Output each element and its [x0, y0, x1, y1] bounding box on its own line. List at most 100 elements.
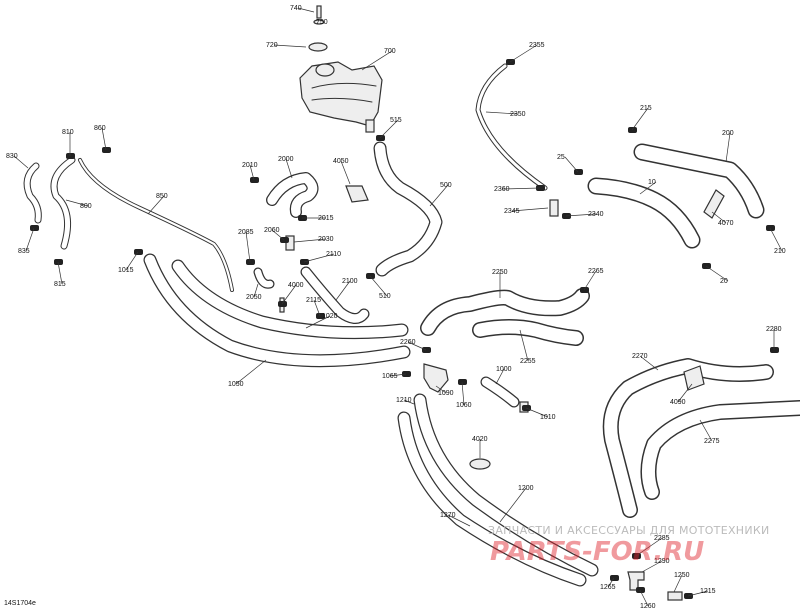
- bracket-4090: [683, 365, 705, 391]
- callout-4050: 4050: [333, 158, 349, 165]
- clamp-2265: [580, 287, 589, 293]
- callout-835: 835: [18, 248, 30, 255]
- leader-line-2085: [245, 231, 251, 263]
- clamp-860: [102, 147, 111, 153]
- callout-515: 515: [390, 117, 402, 124]
- leader-line-700: [361, 50, 393, 71]
- callout-2260: 2260: [400, 339, 416, 346]
- hose-830: [23, 162, 42, 224]
- callout-1265: 1265: [600, 584, 616, 591]
- leader-line-815: [57, 261, 63, 285]
- leader-line-860: [101, 127, 107, 151]
- callout-2000: 2000: [278, 156, 294, 163]
- callout-500: 500: [440, 182, 452, 189]
- leader-line-4070: [711, 211, 727, 224]
- leader-line-1290: [641, 560, 663, 573]
- hose-850: [78, 158, 234, 292]
- callout-1210: 1210: [396, 397, 412, 404]
- leader-line-1270: [447, 514, 471, 527]
- callout-1215: 1215: [700, 588, 716, 595]
- leader-line-1090: [435, 385, 447, 394]
- callout-2250: 2250: [492, 269, 508, 276]
- callout-2345: 2345: [504, 208, 520, 215]
- parts-layer: [23, 5, 800, 601]
- callout-2275: 2275: [704, 438, 720, 445]
- callout-2265: 2265: [588, 268, 604, 275]
- clamp-2260: [422, 347, 431, 353]
- callout-830: 830: [6, 153, 18, 160]
- hose-200: [633, 143, 765, 219]
- leader-line-2010: [249, 164, 255, 181]
- hose-2275: [640, 400, 800, 500]
- hose-2250: [420, 288, 590, 336]
- hose-500: [373, 141, 443, 277]
- leader-line-210: [769, 227, 783, 252]
- hose-2255: [472, 319, 584, 346]
- clamp-1060: [458, 379, 467, 385]
- callout-4070: 4070: [718, 220, 734, 227]
- callout-2355: 2355: [529, 42, 545, 49]
- leader-line-1215: [687, 590, 709, 597]
- callout-1200: 1200: [518, 485, 534, 492]
- clamp-1015: [134, 249, 143, 255]
- clamp-810: [66, 153, 75, 159]
- callout-210: 210: [774, 248, 786, 255]
- hose-1200: [413, 393, 599, 577]
- callout-1270: 1270: [440, 512, 456, 519]
- callout-1000: 1000: [496, 366, 512, 373]
- callout-1250: 1250: [674, 572, 690, 579]
- leader-line-1060: [461, 381, 465, 406]
- hose-2270: [602, 358, 774, 518]
- callout-740: 740: [290, 5, 302, 12]
- callout-2060: 2060: [264, 227, 280, 234]
- clamp-1065: [402, 371, 411, 377]
- callout-1090: 1090: [438, 390, 454, 397]
- leader-line-1065: [389, 373, 407, 377]
- clamp-510: [366, 273, 375, 279]
- callout-1050: 1050: [228, 381, 244, 388]
- leader-line-1000: [495, 368, 505, 385]
- leader-line-515: [379, 119, 399, 139]
- hose-2050: [253, 267, 275, 289]
- callout-510: 510: [379, 293, 391, 300]
- bracket-4020: [469, 458, 491, 470]
- bracket-4050: [345, 185, 369, 203]
- hose-1270: [397, 411, 587, 587]
- leader-line-510: [369, 275, 388, 297]
- hose-1000: [480, 376, 520, 408]
- leader-line-2030: [293, 238, 327, 243]
- callout-2110: 2110: [326, 251, 341, 258]
- leader-line-1050: [235, 359, 267, 385]
- callout-2030: 2030: [318, 236, 334, 243]
- leader-line-4050: [340, 160, 351, 185]
- leader-line-1015: [125, 251, 139, 271]
- leader-line-200: [725, 132, 731, 163]
- callout-2050: 2050: [246, 294, 262, 301]
- leader-line-740: [297, 7, 315, 13]
- leader-line-800: [65, 199, 89, 207]
- callout-850: 850: [156, 193, 168, 200]
- callout-4090: 4090: [670, 399, 686, 406]
- callout-1010: 1010: [540, 414, 556, 421]
- leader-line-1200: [499, 487, 527, 523]
- leader-line-4000: [281, 284, 297, 305]
- callout-1260: 1260: [640, 603, 656, 610]
- callout-1065: 1065: [382, 373, 398, 380]
- svg-text:PARTS-FOR.RU: PARTS-FOR.RU: [490, 537, 704, 567]
- leader-line-750: [321, 19, 325, 23]
- leader-line-2355: [509, 44, 538, 63]
- hose-800: [50, 156, 76, 250]
- callouts-layer: 7407507207005152355235081086083080083581…: [6, 5, 786, 610]
- leader-line-1210: [403, 399, 415, 405]
- pressure-cap: [308, 42, 328, 52]
- callout-4020: 4020: [472, 436, 488, 443]
- leader-line-10: [639, 181, 657, 195]
- callout-2280: 2280: [766, 326, 782, 333]
- clamp-4000: [278, 301, 287, 307]
- leader-line-835: [25, 227, 35, 252]
- callout-2015: 2015: [318, 215, 334, 222]
- clamp-1260: [636, 587, 645, 593]
- callout-750: 750: [316, 19, 328, 26]
- callout-1290: 1290: [654, 558, 670, 565]
